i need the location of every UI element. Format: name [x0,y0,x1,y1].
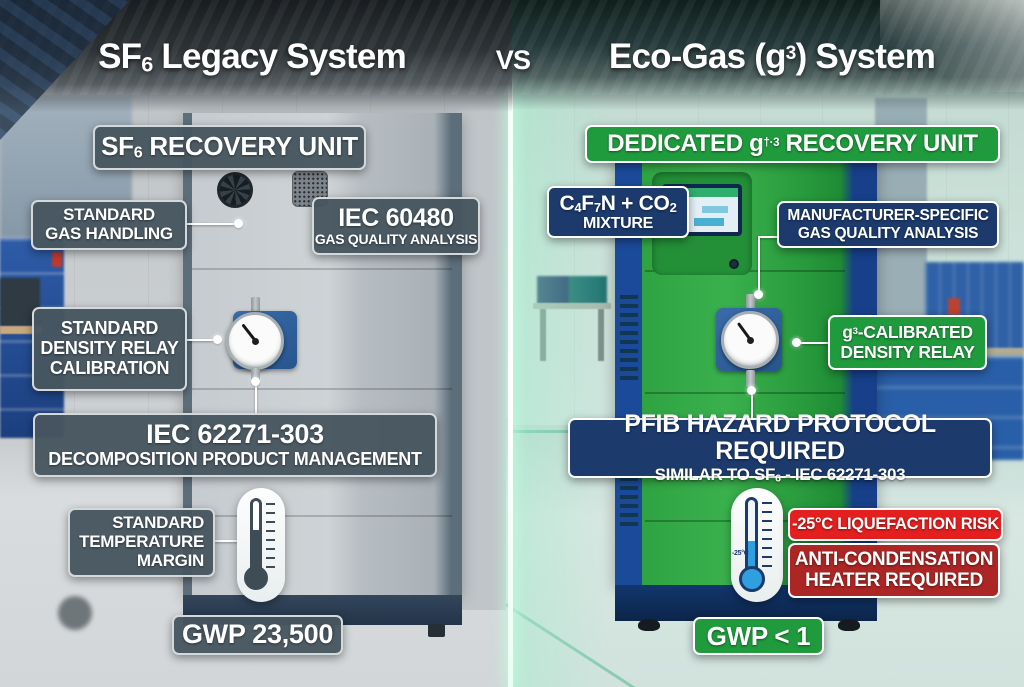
callout-pfib-hazard-protocol: PFIB HAZARD PROTOCOL REQUIRED SIMILAR TO… [568,410,992,484]
callout-line: MANUFACTURER-SPECIFIC [787,207,989,225]
callout-line: SIMILAR TO SF6 - IEC 62271-303 [654,464,906,485]
hmi-screen-widget [702,206,728,213]
callout-line: MARGIN [136,550,204,570]
hmi-screen-header [666,188,738,197]
callout-sf6-recovery-unit: SF6 RECOVERY UNIT [93,125,366,170]
title-text: ) System [795,37,936,76]
connector-dot [234,219,243,228]
callout-line: ANTI-CONDENSATION [794,548,994,570]
callout-standard-density-relay-calibration: STANDARD DENSITY RELAY CALIBRATION [32,307,187,391]
divider-glow [513,0,608,687]
gauge-fitting-bottom [746,370,755,387]
left-bench-top [0,326,42,334]
panel-seam [645,392,845,394]
callout-c4f7n-co2-mixture: C4F7N + CO2 MIXTURE [547,186,689,238]
right-ceiling-highlight [880,0,1024,92]
callout-line: GAS QUALITY ANALYSIS [797,224,979,242]
callout-standard-gas-handling: STANDARD GAS HANDLING [31,200,187,250]
callout-line: DENSITY RELAY [840,341,975,362]
panel-seam [192,268,452,270]
fan-vent-icon [217,172,253,208]
connector-line [758,236,760,292]
side-vent-icon [620,295,638,380]
callout-anti-condensation-heater: ANTI-CONDENSATION HEATER REQUIRED [788,543,1000,598]
gauge-fitting-bottom [251,368,260,385]
callout-g3-calibrated-density-relay: g3-CALIBRATED DENSITY RELAY [828,315,987,370]
gauge-fitting-top [251,297,260,312]
callout-line: STANDARD [60,318,159,339]
center-divider-line [508,0,513,687]
gauge-hub [746,336,754,344]
callout-line: HEATER REQUIRED [805,569,983,591]
callout-line: DEDICATED g†·3 RECOVERY UNIT [607,129,978,157]
connector-dot [213,335,222,344]
right-pegboard-red-tool [948,298,960,315]
title-text: Eco-Gas (g [608,37,787,76]
left-red-valve [52,252,62,267]
callout-gwp-sf6: GWP 23,500 [172,615,343,655]
vs-label: VS [495,45,531,75]
connector-line [186,223,236,225]
connector-line [758,236,782,238]
connector-line [255,382,257,415]
callout-line: TEMPERATURE [79,532,204,552]
callout-line: GAS QUALITY ANALYSIS [314,231,478,248]
unit-round-button [729,259,739,269]
title-subscript: 6 [141,51,153,77]
unit-foot [838,619,860,631]
thermometer-icon-minus25: -25°C [731,488,783,602]
gauge-fitting-top [746,294,755,309]
callout-line: IEC 60480 [338,203,454,232]
callout-line: CALIBRATION [49,357,170,378]
title-text: SF [98,37,142,76]
connector-dot [754,290,763,299]
connector-line [751,392,753,418]
callout-line: DENSITY RELAY [40,338,179,359]
callout-line: GAS HANDLING [45,224,173,243]
connector-line [187,339,214,341]
callout-line: DECOMPOSITION PRODUCT MANAGEMENT [48,448,422,469]
callout-standard-temperature-margin: STANDARD TEMPERATURE MARGIN [68,508,215,577]
callout-line: STANDARD [112,513,204,533]
callout-line: g3-CALIBRATED [842,322,973,343]
left-system-title: SF6 Legacy System [32,37,472,78]
unit-foot [428,624,445,637]
connector-dot [792,338,801,347]
side-vent-icon [620,468,638,526]
callout-gwp-ecogas: GWP < 1 [693,617,824,655]
callout-iec-62271-303: IEC 62271-303 DECOMPOSITION PRODUCT MANA… [33,413,437,477]
callout-line: MIXTURE [583,214,653,232]
callout-iec-60480: IEC 60480 GAS QUALITY ANALYSIS [312,197,480,255]
mixture-formula: C4F7N + CO2 [559,191,677,215]
title-text: Legacy System [152,37,406,76]
callout-line: IEC 62271-303 [146,419,324,450]
thermometer-icon-standard [237,488,285,602]
unit-foot [638,619,660,631]
callout-manufacturer-specific-analysis: MANUFACTURER-SPECIFIC GAS QUALITY ANALYS… [777,201,999,248]
callout-line: STANDARD [63,205,155,225]
left-cart-wheel [58,596,92,630]
thermometer-temp-label: -25°C [732,550,749,557]
callout-line: PFIB HAZARD PROTOCOL REQUIRED [624,409,936,466]
callout-line: SF6 RECOVERY UNIT [101,131,358,162]
connector-dot [251,377,260,386]
connector-dot [747,386,756,395]
connector-line [215,540,239,542]
hmi-screen-widget [694,218,724,226]
connector-line [800,342,828,344]
gauge-hub [251,337,259,345]
panel-seam [192,515,452,517]
panel-seam [192,388,452,390]
callout-dedicated-g3-recovery-unit: DEDICATED g†·3 RECOVERY UNIT [585,125,1000,163]
right-system-title: Eco-Gas (g3) System [552,37,992,77]
callout-liquefaction-risk: -25°C LIQUEFACTION RISK [788,508,1003,541]
title-superscript: 3 [785,43,797,65]
ceiling-corrugation [0,0,1024,95]
